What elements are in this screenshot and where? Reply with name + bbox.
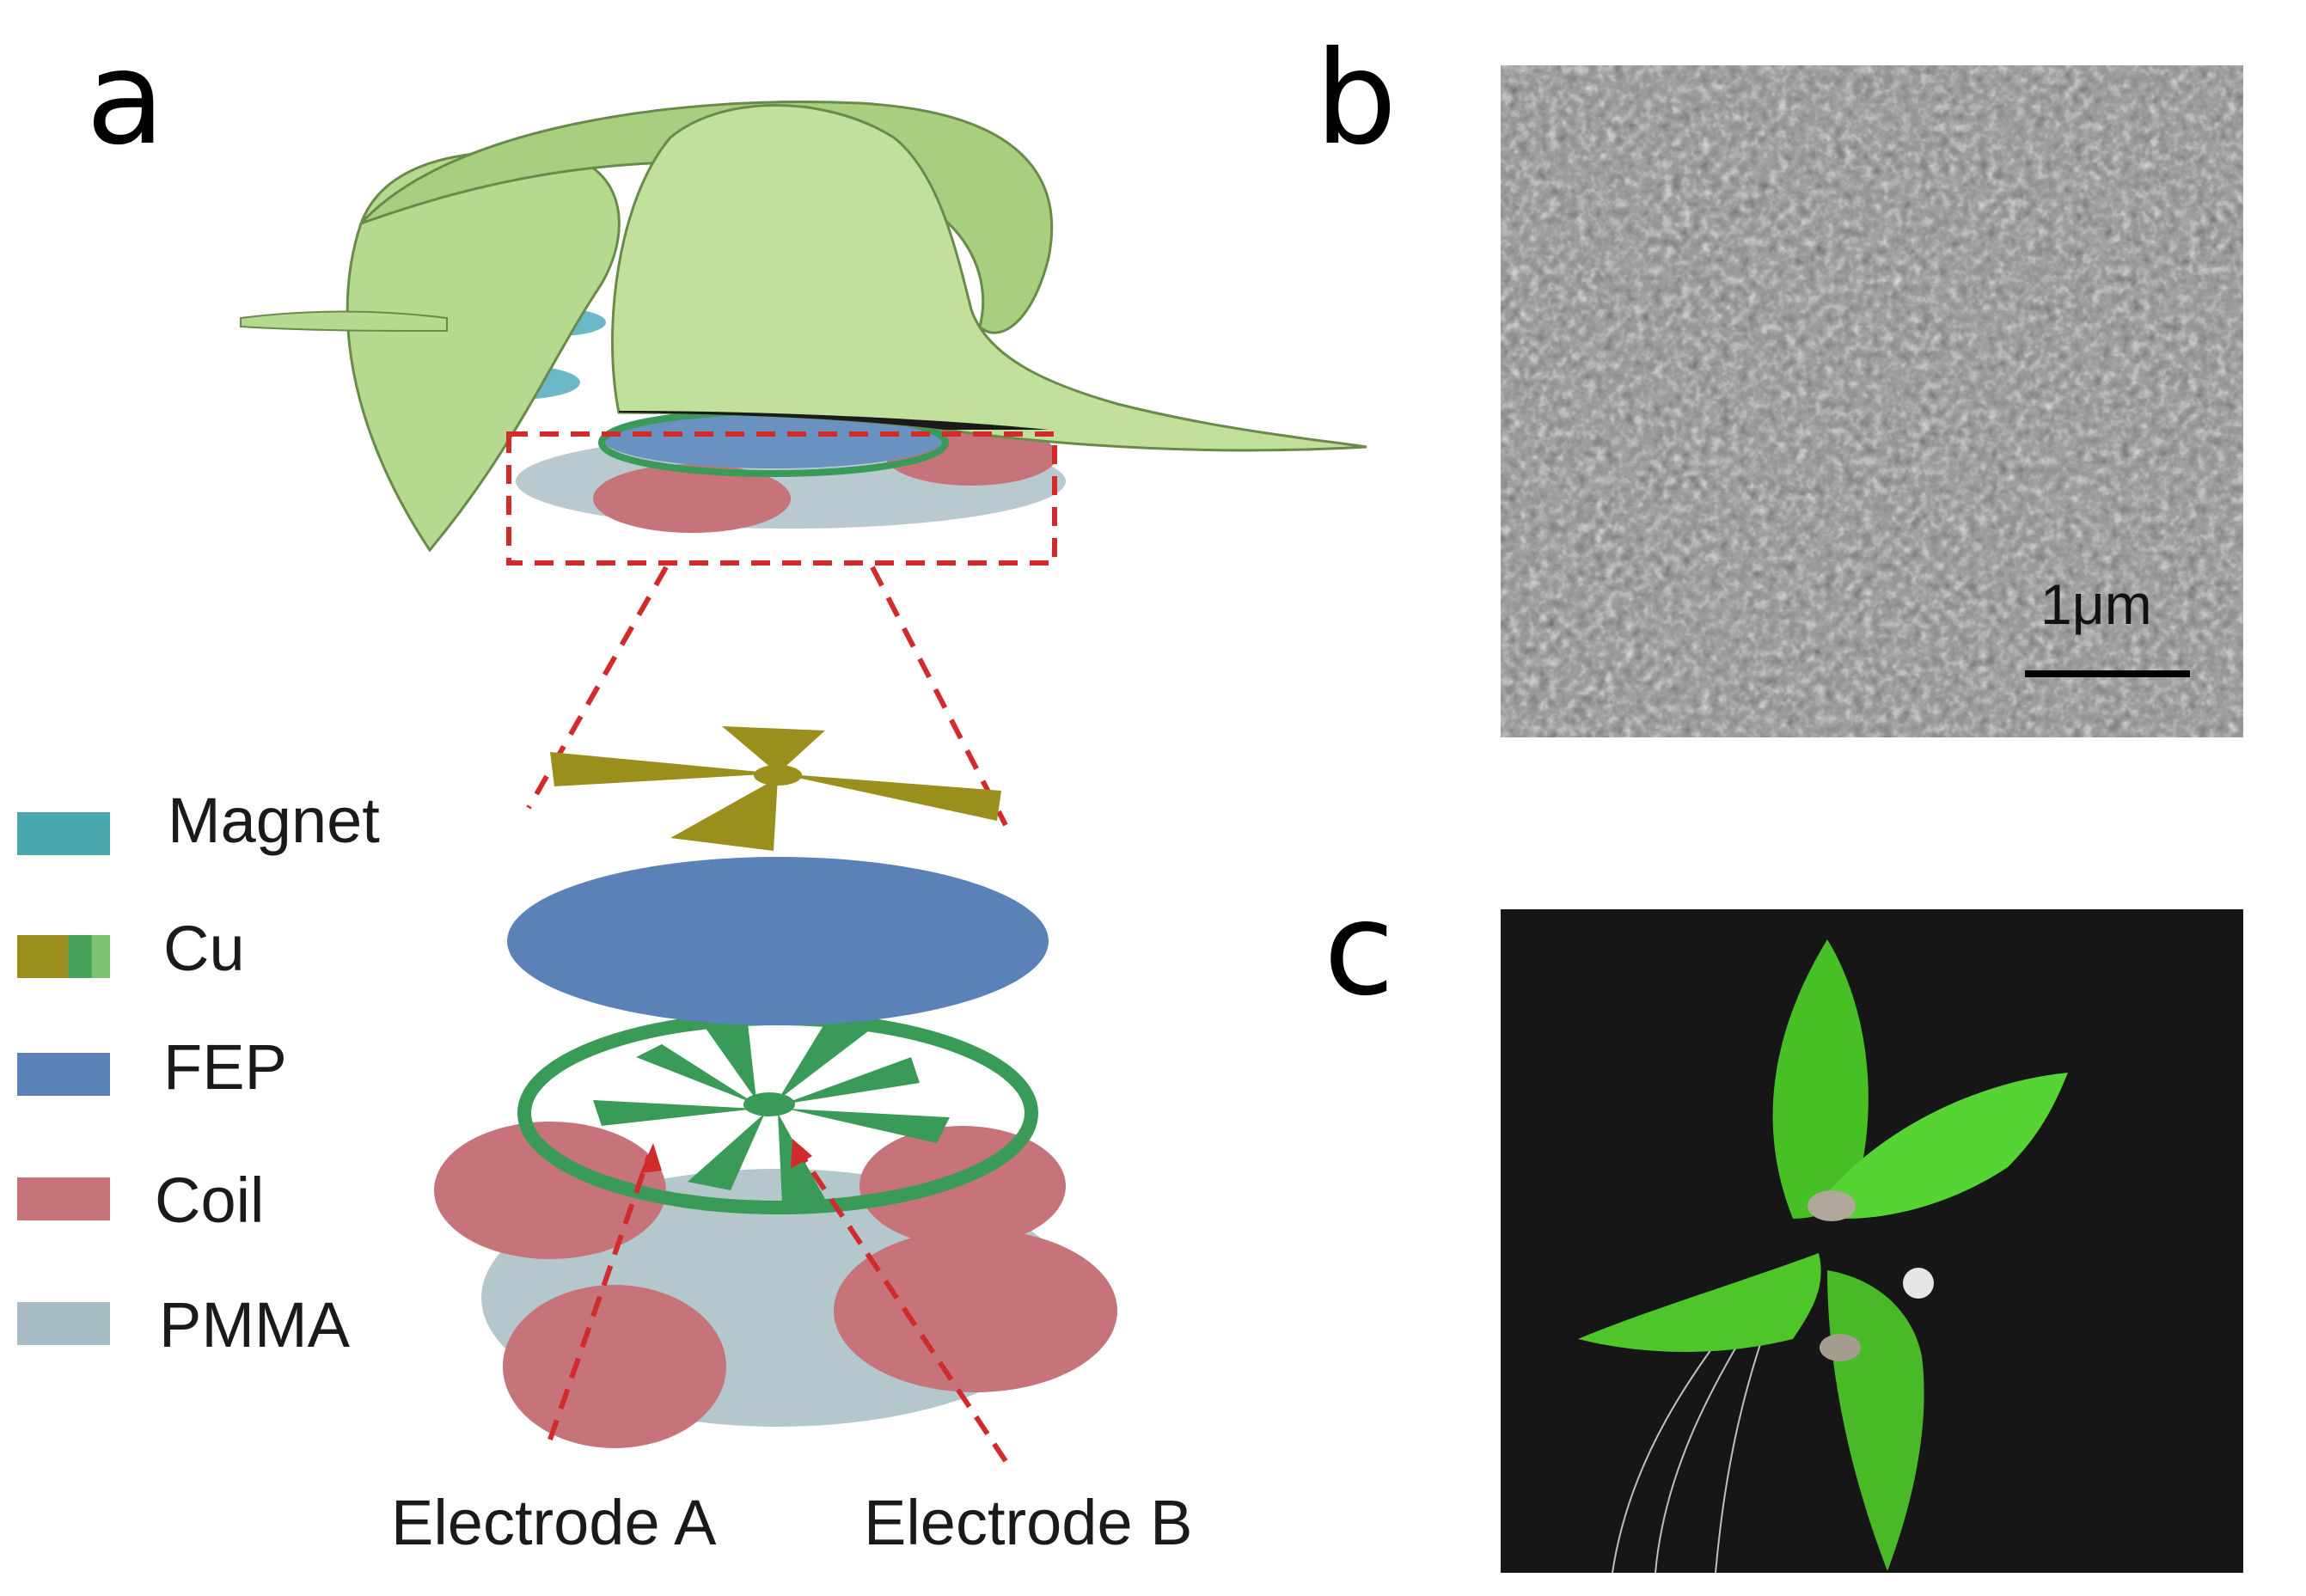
legend-swatch-cu [17, 935, 110, 978]
cu-hub [754, 765, 802, 786]
coil-disc-4 [834, 1229, 1117, 1392]
zoom-line-right [870, 566, 1008, 827]
coil-disc-1 [434, 1122, 666, 1259]
cu-blade-2 [778, 774, 1001, 821]
arrow-electrode-a [547, 1155, 651, 1440]
arrow-electrode-b [797, 1150, 1008, 1463]
sem-micrograph: 1μm [1501, 65, 2243, 737]
legend-swatch-magnet [17, 812, 110, 855]
zoom-box [506, 431, 1057, 566]
legend-label-cu: Cu [163, 913, 245, 984]
electrode-b-label: Electrode B [864, 1487, 1193, 1558]
sem-texture: 1μm [1501, 65, 2243, 737]
assembled-windmill [240, 101, 1367, 553]
sector-6 [688, 1113, 765, 1190]
panel-label-a: a [86, 24, 165, 174]
photo-blade-left [1578, 1253, 1821, 1352]
cu-blade-3 [722, 726, 825, 774]
cu-blade-1 [550, 752, 778, 786]
legend-swatch-pmma [17, 1302, 110, 1345]
scale-bar-label: 1μm [2040, 572, 2152, 636]
cu-propeller [550, 726, 1001, 851]
fep-disc [507, 857, 1049, 1025]
exploded-view [434, 726, 1117, 1463]
panel-label-c: c [1324, 875, 1395, 1024]
legend-label-fep: FEP [163, 1031, 287, 1103]
legend-swatch-coil [17, 1177, 110, 1220]
electrode-sectors [593, 1023, 950, 1203]
electrode-a-label: Electrode A [391, 1487, 717, 1558]
photo-hub [1903, 1268, 1934, 1299]
legend-label-coil: Coil [155, 1165, 265, 1236]
coil-top-1 [593, 464, 791, 533]
sector-4 [786, 1109, 950, 1143]
legend-label-pmma: PMMA [159, 1289, 350, 1361]
zoom-line-left [526, 566, 669, 810]
photo-drawing [1501, 909, 2243, 1574]
scale-bar [2025, 670, 2190, 677]
cu-blade-4 [670, 778, 778, 851]
photo-magnet-1 [1807, 1190, 1856, 1221]
blade-shadow [619, 411, 1049, 430]
sector-1 [705, 1023, 756, 1100]
panel-label-b: b [1315, 24, 1398, 174]
windmill-photo [1501, 909, 2243, 1574]
arrowhead-b [791, 1139, 812, 1169]
sector-3 [782, 1057, 920, 1104]
legend-swatch-fep [17, 1053, 110, 1096]
fep-top [602, 408, 945, 468]
sector-2 [778, 1023, 868, 1100]
legend-label-magnet: Magnet [168, 785, 380, 856]
blade-left-tip [240, 310, 448, 333]
electrode-hub [743, 1092, 795, 1116]
sector-8 [636, 1044, 756, 1104]
photo-magnet-2 [1820, 1334, 1861, 1361]
coil-disc-2 [859, 1126, 1066, 1246]
sector-7 [593, 1100, 756, 1126]
photo-blade-right [1827, 1073, 2068, 1219]
coil-disc-3 [503, 1285, 726, 1448]
photo-blade-top [1772, 939, 1869, 1219]
arrowhead-a [640, 1143, 662, 1173]
